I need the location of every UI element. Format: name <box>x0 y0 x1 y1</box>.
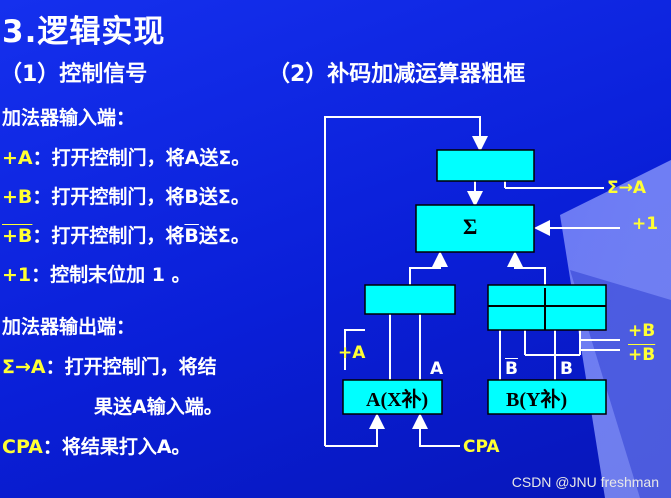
pin-a-label: A <box>430 359 444 379</box>
signal-desc-suffix: 送Σ。 <box>198 225 250 247</box>
pin-bbar-label: B <box>505 359 518 379</box>
input-item-plus-a: +A：打开控制门，将A送Σ。 <box>2 143 250 170</box>
signal-desc: ：控制末位加 1 。 <box>31 264 191 286</box>
signal-desc: ：将结果打入A。 <box>42 436 191 458</box>
signal-plus-bbar: +B <box>628 345 656 365</box>
signal-code: Σ→A <box>2 356 46 378</box>
pin-b-label: B <box>560 359 573 379</box>
signal-cpa: CPA <box>463 437 500 457</box>
adder-input-heading: 加法器输入端： <box>2 107 136 129</box>
watermark: CSDN @JNU freshman <box>511 474 659 490</box>
signal-desc: ：打开控制门，将A送Σ。 <box>32 147 251 169</box>
register-a-label: A(X补) <box>366 389 429 411</box>
input-item-plus-1: +1：控制末位加 1 。 <box>2 260 191 287</box>
section-frame: （2）补码加减运算器粗框 <box>268 62 526 87</box>
register-a-box <box>342 379 443 415</box>
signal-plus-1: +1 <box>632 214 659 234</box>
input-item-plus-bbar: +B：打开控制门，将B送Σ。 <box>2 221 250 248</box>
top-register-box <box>436 149 535 182</box>
section-control-signals: （1）控制信号 <box>0 62 148 87</box>
signal-code: +1 <box>2 264 32 286</box>
output-item-sigma-a-cont: 果送A输入端。 <box>94 396 223 418</box>
output-item-sigma-a: Σ→A：打开控制门，将结 <box>2 352 217 379</box>
page-title: 3.逻辑实现 <box>2 14 166 50</box>
signal-sigma-to-a: Σ→A <box>607 178 647 198</box>
right-mux-box <box>487 284 607 331</box>
signal-desc: ：打开控制门，将结 <box>45 356 217 378</box>
register-b-box <box>487 379 607 415</box>
adder-output-heading: 加法器输出端： <box>2 316 136 338</box>
sigma-label: Σ <box>463 214 478 239</box>
signal-code: +B <box>2 186 33 208</box>
signal-plus-a: +A <box>338 343 366 363</box>
input-item-plus-b: +B：打开控制门，将B送Σ。 <box>2 182 250 209</box>
signal-code: CPA <box>2 436 43 458</box>
left-mux-box <box>364 284 456 315</box>
output-item-cpa: CPA：将结果打入A。 <box>2 432 191 459</box>
sigma-adder-box <box>415 204 535 253</box>
signal-code: +A <box>2 147 33 169</box>
signal-plus-b: +B <box>628 321 656 341</box>
signal-desc-over: B <box>184 225 199 247</box>
signal-desc: ：打开控制门，将B送Σ。 <box>32 186 250 208</box>
signal-desc-prefix: ：打开控制门，将 <box>32 225 185 247</box>
register-b-label: B(Y补) <box>506 389 568 411</box>
signal-code: +B <box>2 225 33 247</box>
